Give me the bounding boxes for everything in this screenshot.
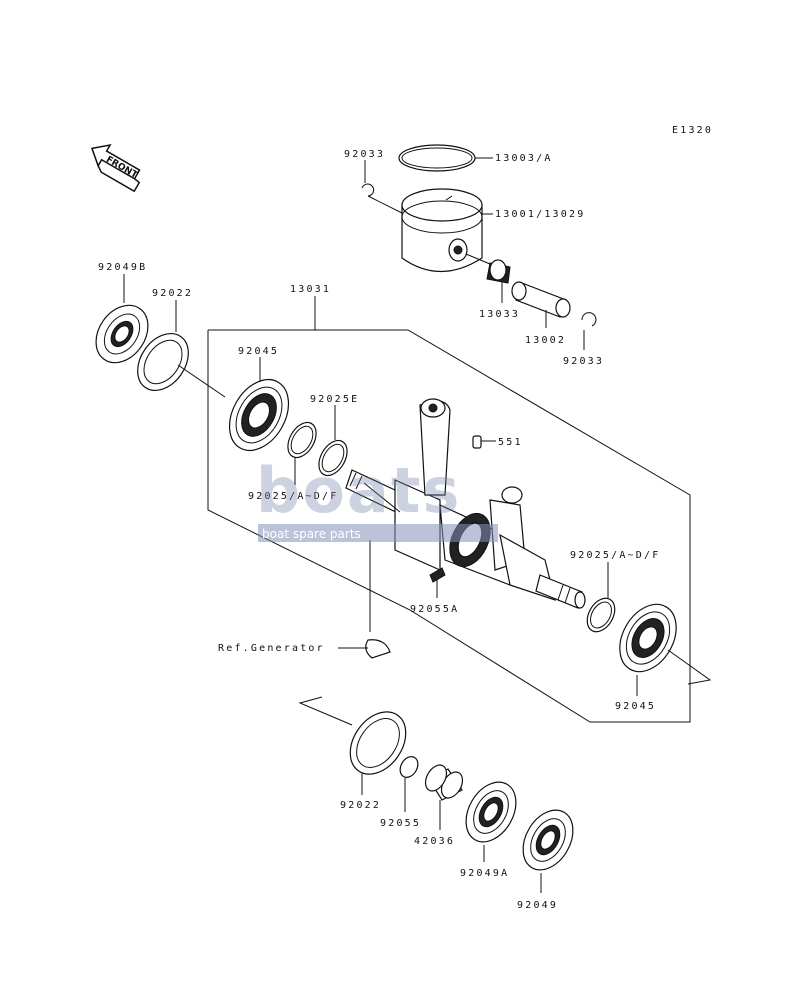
label-13001: 13001/13029: [495, 209, 585, 220]
oil-seal-92049B: [95, 304, 149, 364]
label-13002: 13002: [525, 335, 566, 346]
label-92055A: 92055A: [410, 604, 459, 615]
label-92049A: 92049A: [460, 868, 509, 879]
label-92045-right: 92045: [615, 701, 656, 712]
label-92055: 92055: [380, 818, 421, 829]
piston-ring: [398, 144, 476, 172]
watermark-tagline: boat spare parts: [262, 527, 361, 541]
piston-pin: [511, 281, 571, 318]
label-92022-bottom: 92022: [340, 800, 381, 811]
shim-left-1: [287, 421, 317, 459]
shim-right: [586, 597, 616, 633]
label-92025-left: 92025/A~D/F: [248, 491, 338, 502]
label-92045-left: 92045: [238, 346, 279, 357]
assembly-outline: [207, 329, 691, 723]
key-92055A: [429, 567, 446, 583]
label-92049: 92049: [517, 900, 558, 911]
o-ring-92055: [399, 756, 419, 778]
label-13033: 13033: [479, 309, 520, 320]
ball-bearing-left: [228, 379, 290, 451]
collar-42036: [424, 764, 464, 801]
piston: [401, 188, 483, 273]
shim-left-2: [318, 439, 348, 477]
label-13031: 13031: [290, 284, 331, 295]
front-arrow-icon: FRONT: [91, 143, 141, 193]
diagram-code: E1320: [672, 125, 713, 136]
label-92033-top: 92033: [344, 149, 385, 160]
circlip-bottom: [581, 312, 597, 327]
watermark: boats boat spare parts: [256, 454, 498, 542]
label-92033-bottom: 92033: [563, 356, 604, 367]
label-42036: 42036: [414, 836, 455, 847]
label-92022-top: 92022: [152, 288, 193, 299]
pin-551: [472, 435, 482, 449]
oil-seal-92049A: [465, 781, 517, 843]
label-92025-right: 92025/A~D/F: [570, 550, 660, 561]
watermark-brand: boats: [256, 454, 461, 527]
washer-92022-top: [137, 333, 189, 391]
washer-92022-bottom: [349, 711, 407, 775]
ball-bearing-right: [619, 603, 677, 673]
woodruff-key: [365, 639, 391, 659]
label-551: 551: [498, 437, 523, 448]
oil-seal-92049: [522, 809, 574, 871]
label-13003: 13003/A: [495, 153, 553, 164]
needle-bearing: [465, 253, 511, 284]
label-92049B: 92049B: [98, 262, 147, 273]
label-ref-generator: Ref.Generator: [218, 643, 325, 654]
circlip-top: [361, 183, 375, 197]
label-92025E: 92025E: [310, 394, 359, 405]
